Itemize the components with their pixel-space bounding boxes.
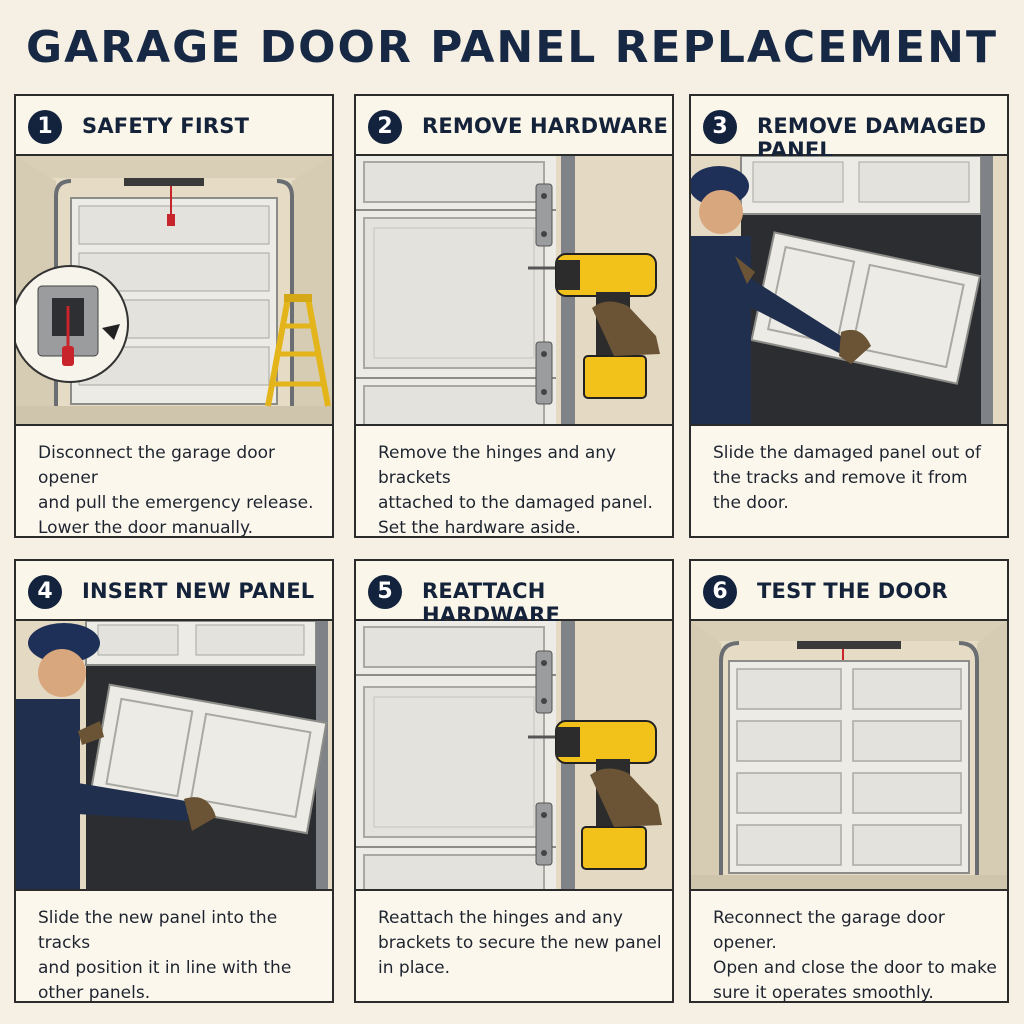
drill-icon [528,253,660,399]
step-number-badge: 3 [703,110,737,144]
door-panel-icon [356,621,672,889]
hinge-icon [535,650,553,866]
step-card-5: 5 REATTACH HARDWARE [354,559,674,1003]
hinge-icon [535,183,553,405]
step-number-badge: 5 [368,575,402,609]
step-description: Reconnect the garage door opener. Open a… [713,908,997,1003]
page-title: GARAGE DOOR PANEL REPLACEMENT [26,22,998,73]
step-header: 1 SAFETY FIRST [16,96,332,156]
step-description: Disconnect the garage door opener and pu… [38,443,314,538]
step-title: TEST THE DOOR [757,579,948,603]
step-header: 2 REMOVE HARDWARE [356,96,672,156]
step-illustration [356,621,672,891]
step-illustration [356,156,672,426]
worker-icon [691,166,871,424]
step-card-4: 4 INSERT NEW PANEL Slide [14,559,334,1003]
step-description: Reattach the hinges and any brackets to … [378,908,662,978]
step-title: REMOVE HARDWARE [422,114,669,138]
door-panel-icon [750,231,982,385]
step-title: REATTACH HARDWARE [422,579,561,627]
step-title: REMOVE DAMAGED PANEL [757,114,987,162]
ladder-icon [265,294,331,407]
door-panel-icon [356,156,672,424]
worker-icon [16,623,216,889]
step-illustration [16,621,332,891]
step-header: 6 TEST THE DOOR [691,561,1007,621]
step-description: Remove the hinges and any brackets attac… [378,443,653,538]
step-header: 3 REMOVE DAMAGED PANEL [691,96,1007,162]
step-description: Slide the damaged panel out of the track… [713,443,982,513]
step-header: 5 REATTACH HARDWARE [356,561,672,627]
step-header: 4 INSERT NEW PANEL [16,561,332,621]
step-description: Slide the new panel into the tracks and … [38,908,292,1003]
garage-door-icon [16,156,332,424]
drill-icon [528,720,662,870]
garage-door-icon [691,621,1007,889]
step-title: SAFETY FIRST [82,114,250,138]
step-card-1: 1 SAFETY FIRST [14,94,334,538]
step-card-6: 6 TEST THE DOOR Reconnect the garage doo… [689,559,1009,1003]
step-illustration [16,156,332,426]
step-illustration [691,621,1007,891]
step-card-3: 3 REMOVE DAMAGED PANEL [689,94,1009,538]
step-number-badge: 6 [703,575,737,609]
step-number-badge: 4 [28,575,62,609]
step-title: INSERT NEW PANEL [82,579,315,603]
step-card-2: 2 REMOVE HARDWARE [354,94,674,538]
step-number-badge: 2 [368,110,402,144]
step-illustration [691,156,1007,426]
step-number-badge: 1 [28,110,62,144]
